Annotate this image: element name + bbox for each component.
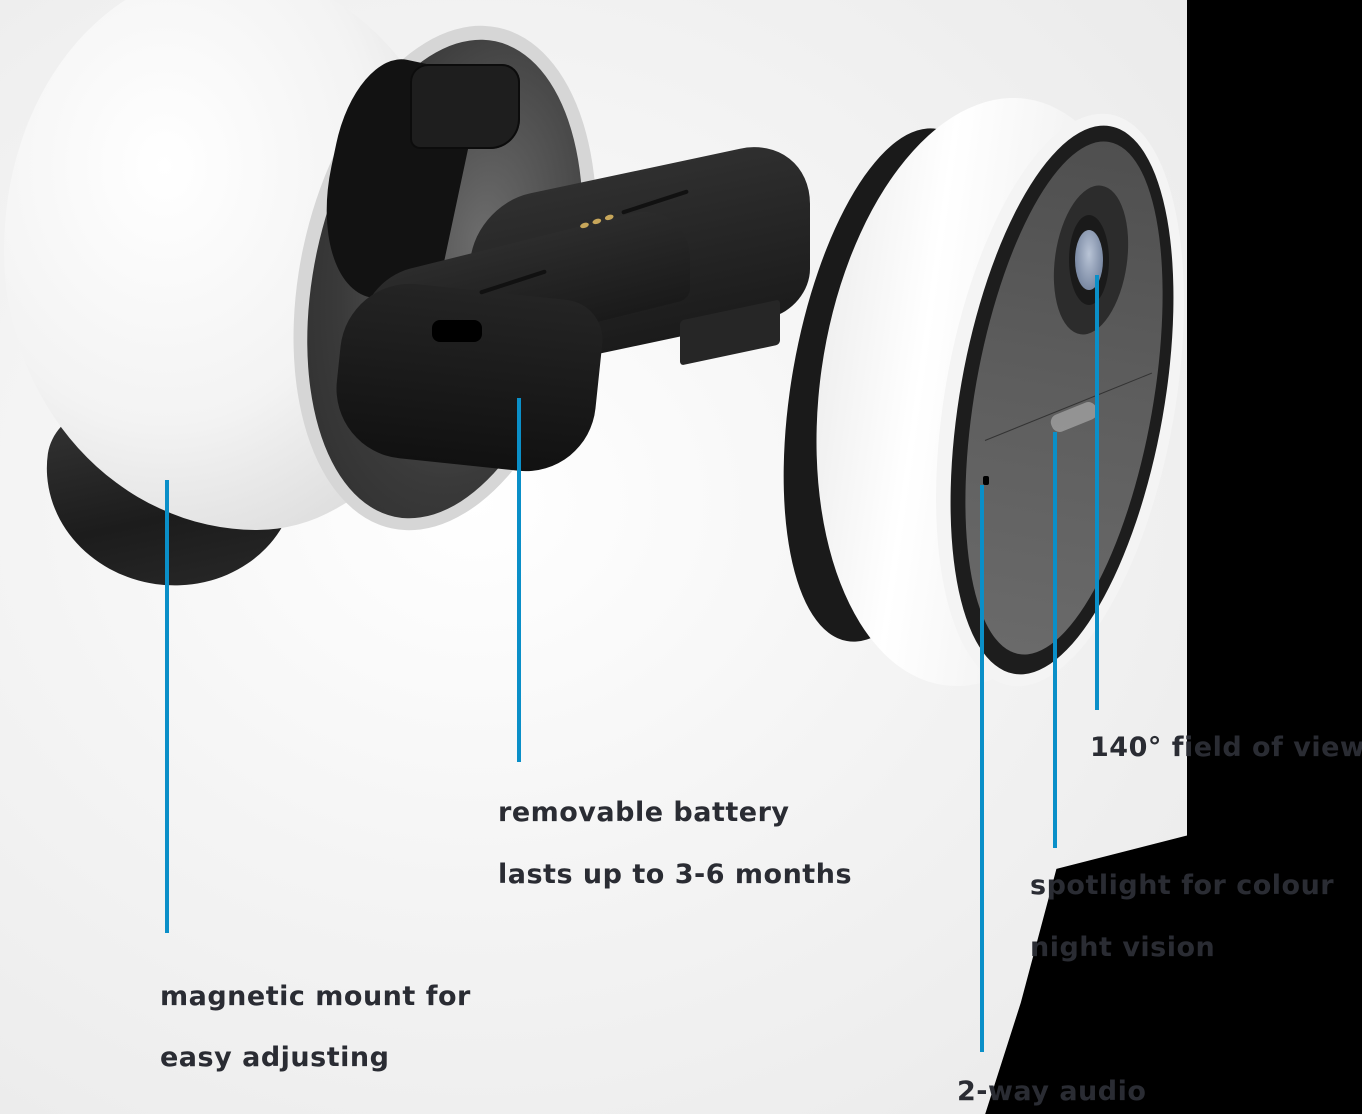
label-audio: 2-way audio	[957, 1076, 1147, 1107]
label-battery-line1: removable battery	[498, 797, 790, 828]
label-spotlight-line1: spotlight for colour	[1030, 870, 1335, 901]
label-mount-line2: easy adjusting	[160, 1042, 390, 1073]
battery-contact-pad	[410, 64, 520, 149]
label-mount-line1: magnetic mount for	[160, 981, 471, 1012]
label-spotlight-line2: night vision	[1030, 932, 1216, 963]
leader-line-audio	[980, 485, 984, 1052]
label-field-of-view: 140° field of view	[1090, 732, 1362, 763]
label-battery-line2: lasts up to 3-6 months	[498, 859, 853, 890]
leader-line-fov	[1095, 275, 1099, 710]
usb-port-icon	[432, 320, 482, 342]
battery-front	[329, 276, 607, 479]
leader-line-spotlight	[1053, 432, 1057, 848]
leader-line-battery	[517, 398, 521, 762]
microphone-hole	[983, 476, 989, 485]
leader-line-mount	[165, 480, 169, 933]
